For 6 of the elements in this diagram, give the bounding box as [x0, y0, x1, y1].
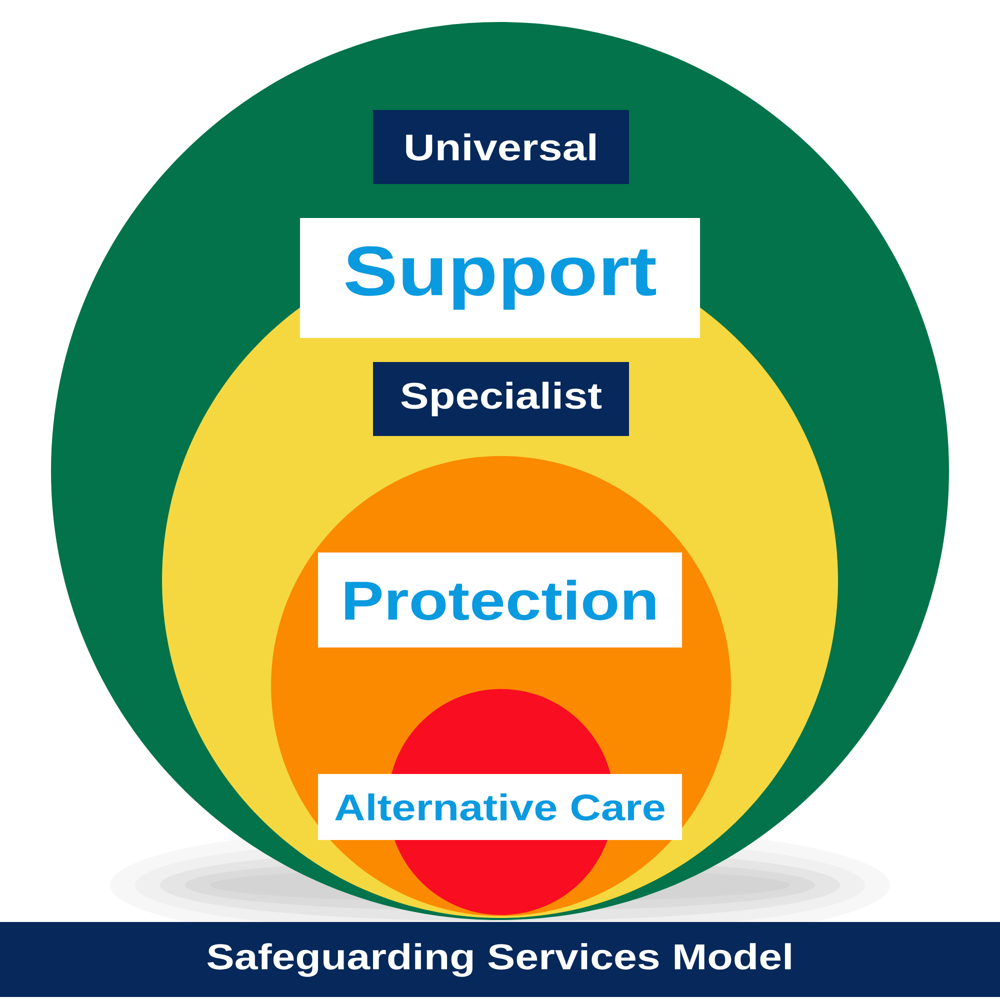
title-banner: Safeguarding Services Model — [0, 922, 1000, 998]
heading-box: Protection — [318, 552, 682, 648]
label-box: Specialist — [373, 362, 629, 436]
label-box: Universal — [373, 110, 629, 184]
heading-box: Support — [300, 218, 700, 338]
heading-box: Alternative Care — [318, 774, 682, 840]
